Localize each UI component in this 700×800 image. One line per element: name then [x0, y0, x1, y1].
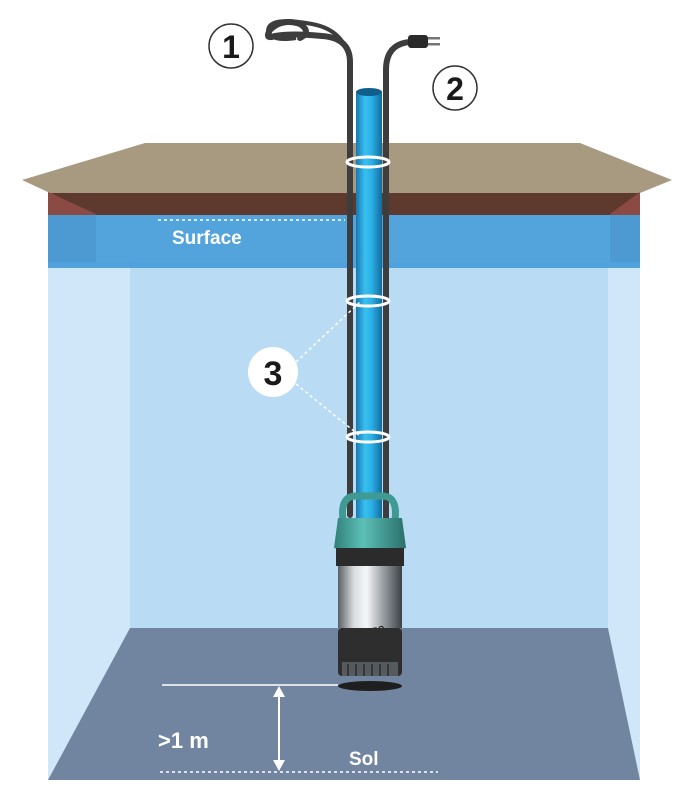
water-right-wall — [608, 262, 640, 780]
submersible-pump: SPIDO — [334, 492, 406, 691]
depth-arrow-down — [273, 760, 285, 771]
water-left-wall — [48, 262, 130, 780]
depth-arrow-up — [273, 686, 285, 697]
pump-handle — [339, 492, 399, 521]
clamp-middle — [345, 294, 391, 308]
callout-3-leader-lower — [295, 383, 361, 437]
water-surface — [48, 215, 640, 268]
ground-rim-front — [50, 193, 640, 215]
svg-text:2: 2 — [446, 71, 464, 107]
callout-2: 2 — [432, 65, 478, 111]
floor-label: Sol — [349, 749, 379, 770]
callout-3: 3 — [248, 347, 298, 397]
cable-clamps — [345, 155, 391, 444]
surface-label: Surface — [172, 228, 242, 249]
svg-text:3: 3 — [264, 355, 283, 393]
cable-2 — [383, 39, 411, 520]
discharge-pipe — [356, 92, 382, 524]
pump-collar — [336, 548, 404, 566]
callout-1: 1 — [208, 23, 254, 69]
clamp-bottom — [345, 430, 391, 444]
cable-1 — [264, 19, 353, 518]
pump-body — [338, 566, 402, 628]
pump-cap — [334, 518, 406, 553]
pipe-top-opening — [356, 88, 382, 96]
depth-label: >1 m — [158, 728, 209, 753]
pump-strainer — [342, 662, 398, 676]
clamp-top — [345, 155, 391, 169]
power-plug-icon — [408, 35, 440, 48]
callout-3-leader-upper — [295, 301, 361, 363]
cable-1-loop — [265, 19, 352, 63]
svg-text:1: 1 — [222, 29, 240, 65]
pool-floor — [48, 628, 640, 780]
